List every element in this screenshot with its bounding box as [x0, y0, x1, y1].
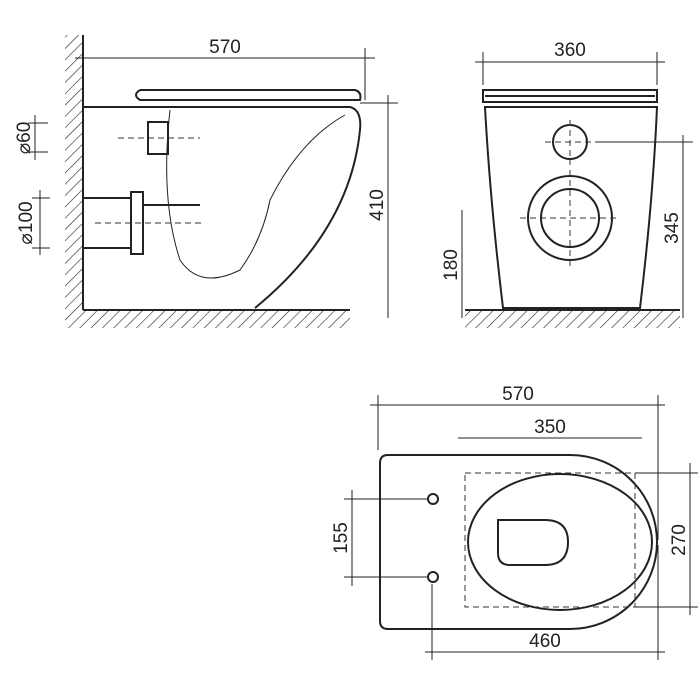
- front-body-outline: [483, 106, 659, 309]
- bowl-bounds: [464, 472, 636, 608]
- dim-label-570: 570: [209, 37, 241, 58]
- dim-label-460: 460: [529, 631, 561, 652]
- dim-label-570-top: 570: [502, 384, 534, 405]
- floor-hatch: [465, 310, 680, 328]
- mount-hole: [427, 571, 439, 583]
- bowl-opening: [497, 519, 570, 566]
- dim-label-345: 345: [662, 212, 683, 244]
- dim-label-100: ⌀100: [16, 201, 37, 244]
- top-outline: [379, 454, 658, 630]
- wall-hatch: [65, 35, 83, 310]
- bowl-rim: [467, 473, 653, 611]
- dim-label-155: 155: [331, 522, 352, 554]
- seat-lid: [135, 89, 362, 101]
- dim-label-270: 270: [669, 524, 690, 556]
- top-view: 570 350 460 155 270: [331, 384, 698, 660]
- dim-label-410: 410: [367, 189, 388, 221]
- front-view: 360 345 180: [441, 40, 693, 328]
- front-seat: [482, 89, 658, 103]
- side-view: 570 410 ⌀60 ⌀100: [14, 35, 398, 328]
- bowl-inner-line: [166, 109, 346, 279]
- mount-hole: [427, 493, 439, 505]
- dim-label-60: ⌀60: [14, 122, 35, 155]
- dim-label-350: 350: [534, 417, 566, 438]
- floor-hatch: [65, 310, 350, 328]
- dim-label-360: 360: [554, 40, 586, 61]
- bowl-outline: [83, 106, 362, 309]
- dim-label-180: 180: [441, 249, 462, 281]
